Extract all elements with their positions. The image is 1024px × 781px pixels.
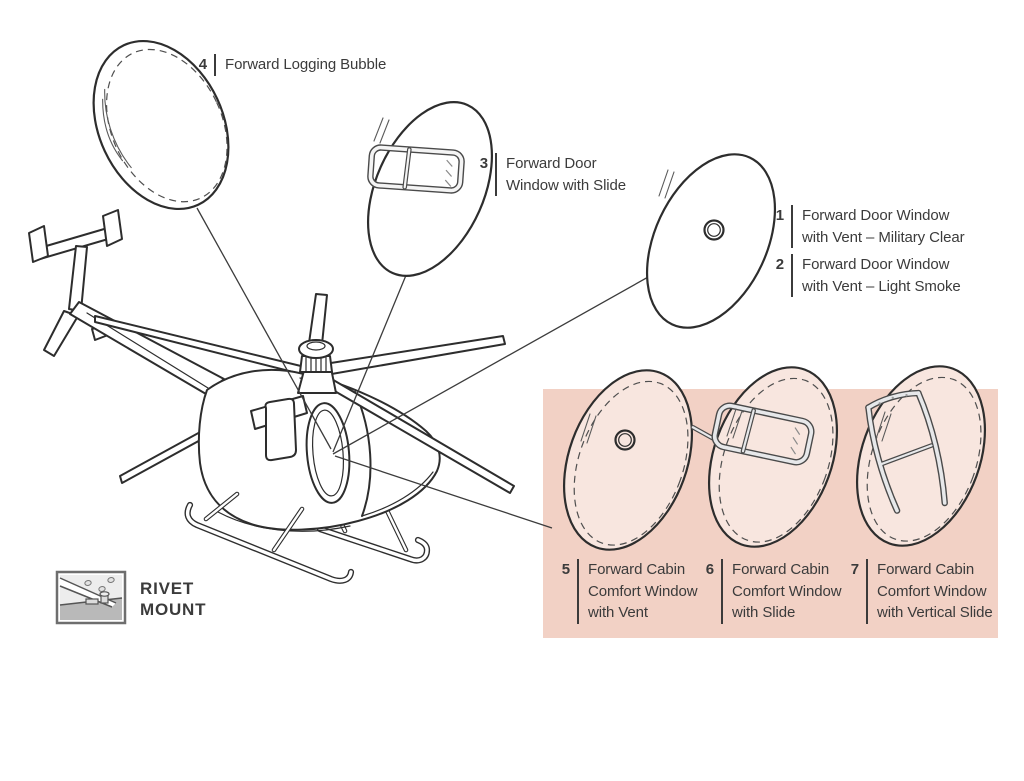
callout-line: with Slide	[732, 604, 796, 621]
callout-divider	[214, 54, 216, 76]
helicopter-illustration	[28, 209, 515, 584]
rotor-hub	[297, 339, 337, 394]
callout-divider	[791, 205, 793, 248]
callout-divider	[866, 559, 868, 624]
left-door-window	[264, 397, 297, 462]
slide-frame	[367, 144, 465, 194]
callout-7-text: Forward Cabin Comfort Window with Vertic…	[877, 559, 993, 624]
window-door-vent	[645, 153, 777, 329]
callout-line: with Vertical Slide	[877, 604, 993, 621]
callout-divider	[577, 559, 579, 624]
callout-2-number: 2	[775, 256, 784, 273]
leader-bubble	[196, 207, 332, 450]
tail-assembly	[28, 209, 225, 395]
callout-3: 3 Forward Door Window with Slide	[478, 153, 626, 196]
callout-line: Comfort Window	[877, 582, 987, 600]
callout-3-number: 3	[479, 155, 488, 172]
callout-2-text: Forward Door Window with Vent – Light Sm…	[802, 254, 961, 297]
callout-1: 1 Forward Door Window with Vent – Milita…	[770, 205, 965, 248]
leader-comfort-panel	[334, 455, 553, 529]
callout-4: 4 Forward Logging Bubble	[197, 54, 386, 76]
leader-window-1-2	[332, 266, 667, 455]
callout-line: Forward Door	[506, 155, 597, 172]
callout-divider	[495, 153, 497, 196]
callout-6-number: 6	[705, 561, 714, 578]
callout-line: with Vent – Military Clear	[802, 228, 965, 246]
leader-window-3	[332, 267, 410, 453]
rivet-mount-label: RIVET MOUNT	[140, 578, 206, 620]
callout-5: 5 Forward Cabin Comfort Window with Vent	[560, 559, 698, 624]
vertical-slide-frame	[865, 389, 948, 514]
callout-1-text: Forward Door Window with Vent – Military…	[802, 205, 965, 248]
window-door-slide	[366, 101, 494, 277]
callout-line: Forward Door Window	[802, 207, 950, 224]
callout-divider	[791, 254, 793, 297]
window-comfort-vent	[562, 369, 694, 551]
rivet-mount-line: MOUNT	[140, 600, 207, 619]
near-skid	[184, 491, 355, 584]
callout-line: Comfort Window	[588, 582, 698, 600]
callout-6-text: Forward Cabin Comfort Window with Slide	[732, 559, 842, 624]
callout-2: 2 Forward Door Window with Vent – Light …	[770, 254, 961, 297]
callout-7-number: 7	[850, 561, 859, 578]
callout-line: Forward Door Window	[802, 256, 950, 273]
callout-4-text: Forward Logging Bubble	[225, 54, 386, 76]
rivet-mount-line: RIVET	[140, 579, 195, 598]
slide-frame	[690, 402, 815, 466]
callout-line: Window with Slide	[506, 176, 627, 194]
callout-7: 7 Forward Cabin Comfort Window with Vert…	[849, 559, 993, 624]
window-comfort-vertical-slide	[855, 365, 987, 547]
callout-6: 6 Forward Cabin Comfort Window with Slid…	[704, 559, 842, 624]
callout-line: Comfort Window	[732, 582, 842, 600]
callout-4-number: 4	[198, 56, 207, 73]
callout-3-text: Forward Door Window with Slide	[506, 153, 626, 196]
callout-1-number: 1	[775, 207, 784, 224]
window-logging-bubble	[92, 39, 230, 211]
callout-line: with Vent	[588, 604, 648, 621]
callout-divider	[721, 559, 723, 624]
callout-line: Forward Logging Bubble	[225, 56, 387, 73]
callout-line: with Vent – Light Smoke	[802, 277, 961, 295]
window-comfort-slide	[690, 366, 839, 548]
callout-5-number: 5	[561, 561, 570, 578]
rivet-mount-icon	[55, 570, 127, 625]
fuselage	[197, 368, 441, 532]
callout-line: Forward Cabin	[877, 561, 975, 578]
callout-line: Forward Cabin	[732, 561, 830, 578]
leader-lines	[196, 207, 667, 529]
callout-line: Forward Cabin	[588, 561, 686, 578]
callout-5-text: Forward Cabin Comfort Window with Vent	[588, 559, 698, 624]
